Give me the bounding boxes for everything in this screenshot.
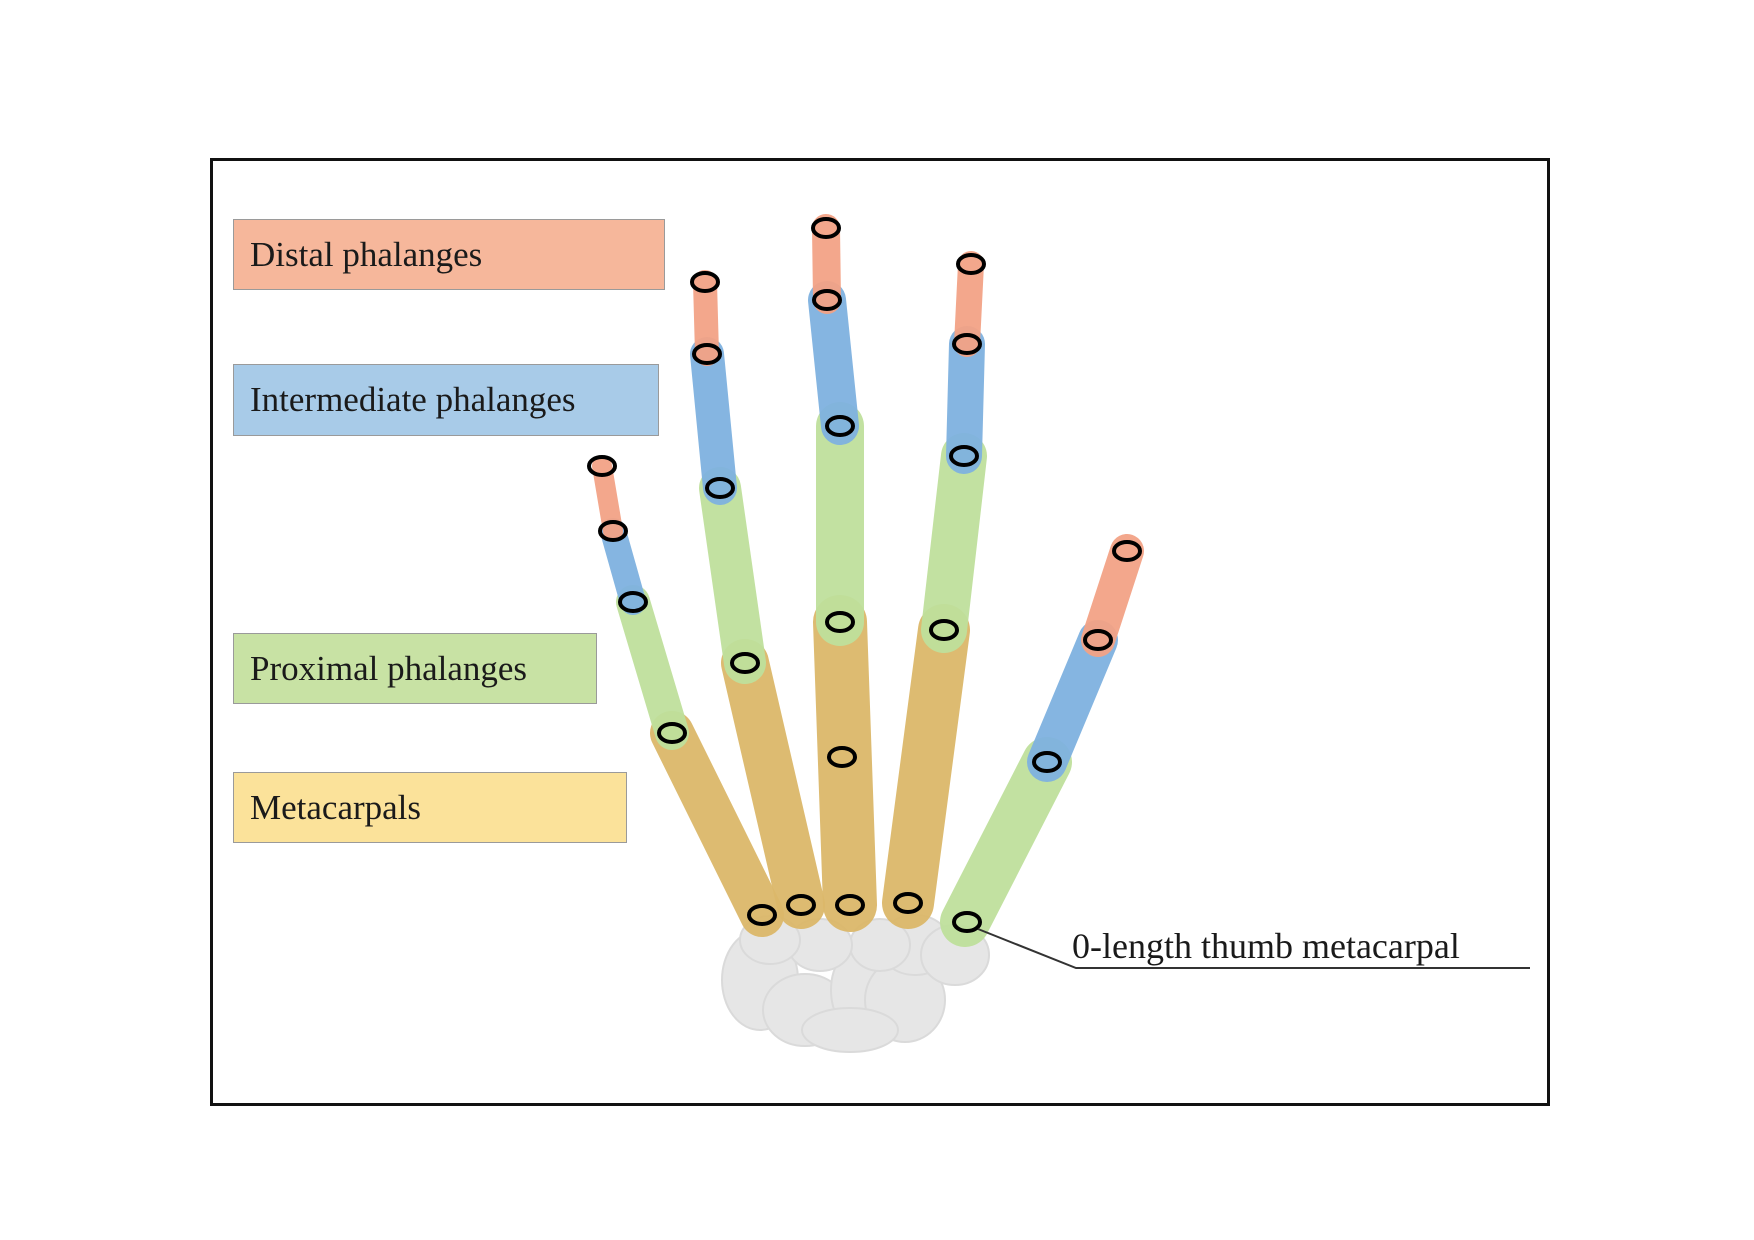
distal-phalanx bbox=[693, 270, 719, 366]
joint-marker bbox=[835, 894, 865, 916]
intermediate-phalanx bbox=[1027, 620, 1118, 782]
joint-marker bbox=[952, 333, 982, 355]
joint-marker bbox=[812, 289, 842, 311]
middle-finger bbox=[808, 214, 877, 932]
proximal-phalanx bbox=[921, 433, 987, 653]
joint-marker bbox=[956, 253, 986, 275]
joint-marker bbox=[598, 520, 628, 542]
intermediate-phalanx bbox=[946, 326, 985, 474]
joint-marker bbox=[825, 415, 855, 437]
joint-marker bbox=[705, 477, 735, 499]
metacarpal-bone bbox=[721, 639, 825, 929]
metacarpal-bone bbox=[813, 595, 877, 932]
legend-proximal-phalanges: Proximal phalanges bbox=[233, 633, 597, 704]
joint-marker bbox=[786, 894, 816, 916]
annotation-leader-line bbox=[977, 928, 1530, 969]
joint-markers bbox=[587, 217, 1142, 933]
intermediate-phalanx bbox=[808, 281, 859, 445]
joint-marker bbox=[692, 343, 722, 365]
distal-phalanx bbox=[812, 214, 841, 314]
joint-marker bbox=[1032, 751, 1062, 773]
proximal-phalanx bbox=[616, 585, 689, 750]
thumb-metacarpal-annotation: 0-length thumb metacarpal bbox=[1072, 926, 1460, 966]
joint-marker bbox=[949, 445, 979, 467]
thumb bbox=[940, 534, 1144, 947]
ring-finger bbox=[690, 270, 825, 929]
joint-marker bbox=[811, 217, 841, 239]
distal-phalanx bbox=[954, 251, 984, 357]
distal-phalanx bbox=[1081, 534, 1144, 657]
joint-marker bbox=[825, 611, 855, 633]
joint-marker bbox=[618, 591, 648, 613]
joint-marker bbox=[952, 911, 982, 933]
joint-marker bbox=[747, 904, 777, 926]
joint-marker bbox=[690, 271, 720, 293]
proximal-phalanx bbox=[940, 737, 1072, 947]
joint-marker bbox=[587, 455, 617, 477]
joint-marker bbox=[1112, 540, 1142, 562]
intermediate-phalanx bbox=[690, 337, 737, 505]
proximal-phalanx bbox=[699, 467, 766, 684]
metacarpal-bone bbox=[882, 604, 970, 929]
joint-marker bbox=[1083, 629, 1113, 651]
carpal-bone bbox=[801, 1007, 899, 1053]
joint-marker bbox=[929, 619, 959, 641]
joint-marker bbox=[657, 722, 687, 744]
metacarpal-bone bbox=[650, 711, 784, 937]
joint-marker bbox=[827, 746, 857, 768]
index-finger bbox=[882, 251, 987, 929]
joint-marker bbox=[893, 892, 923, 914]
legend-metacarpals: Metacarpals bbox=[233, 772, 627, 843]
legend-intermediate-phalanges: Intermediate phalanges bbox=[233, 364, 659, 436]
intermediate-phalanx bbox=[600, 518, 646, 615]
legend-distal-phalanges: Distal phalanges bbox=[233, 219, 665, 290]
joint-marker bbox=[730, 652, 760, 674]
